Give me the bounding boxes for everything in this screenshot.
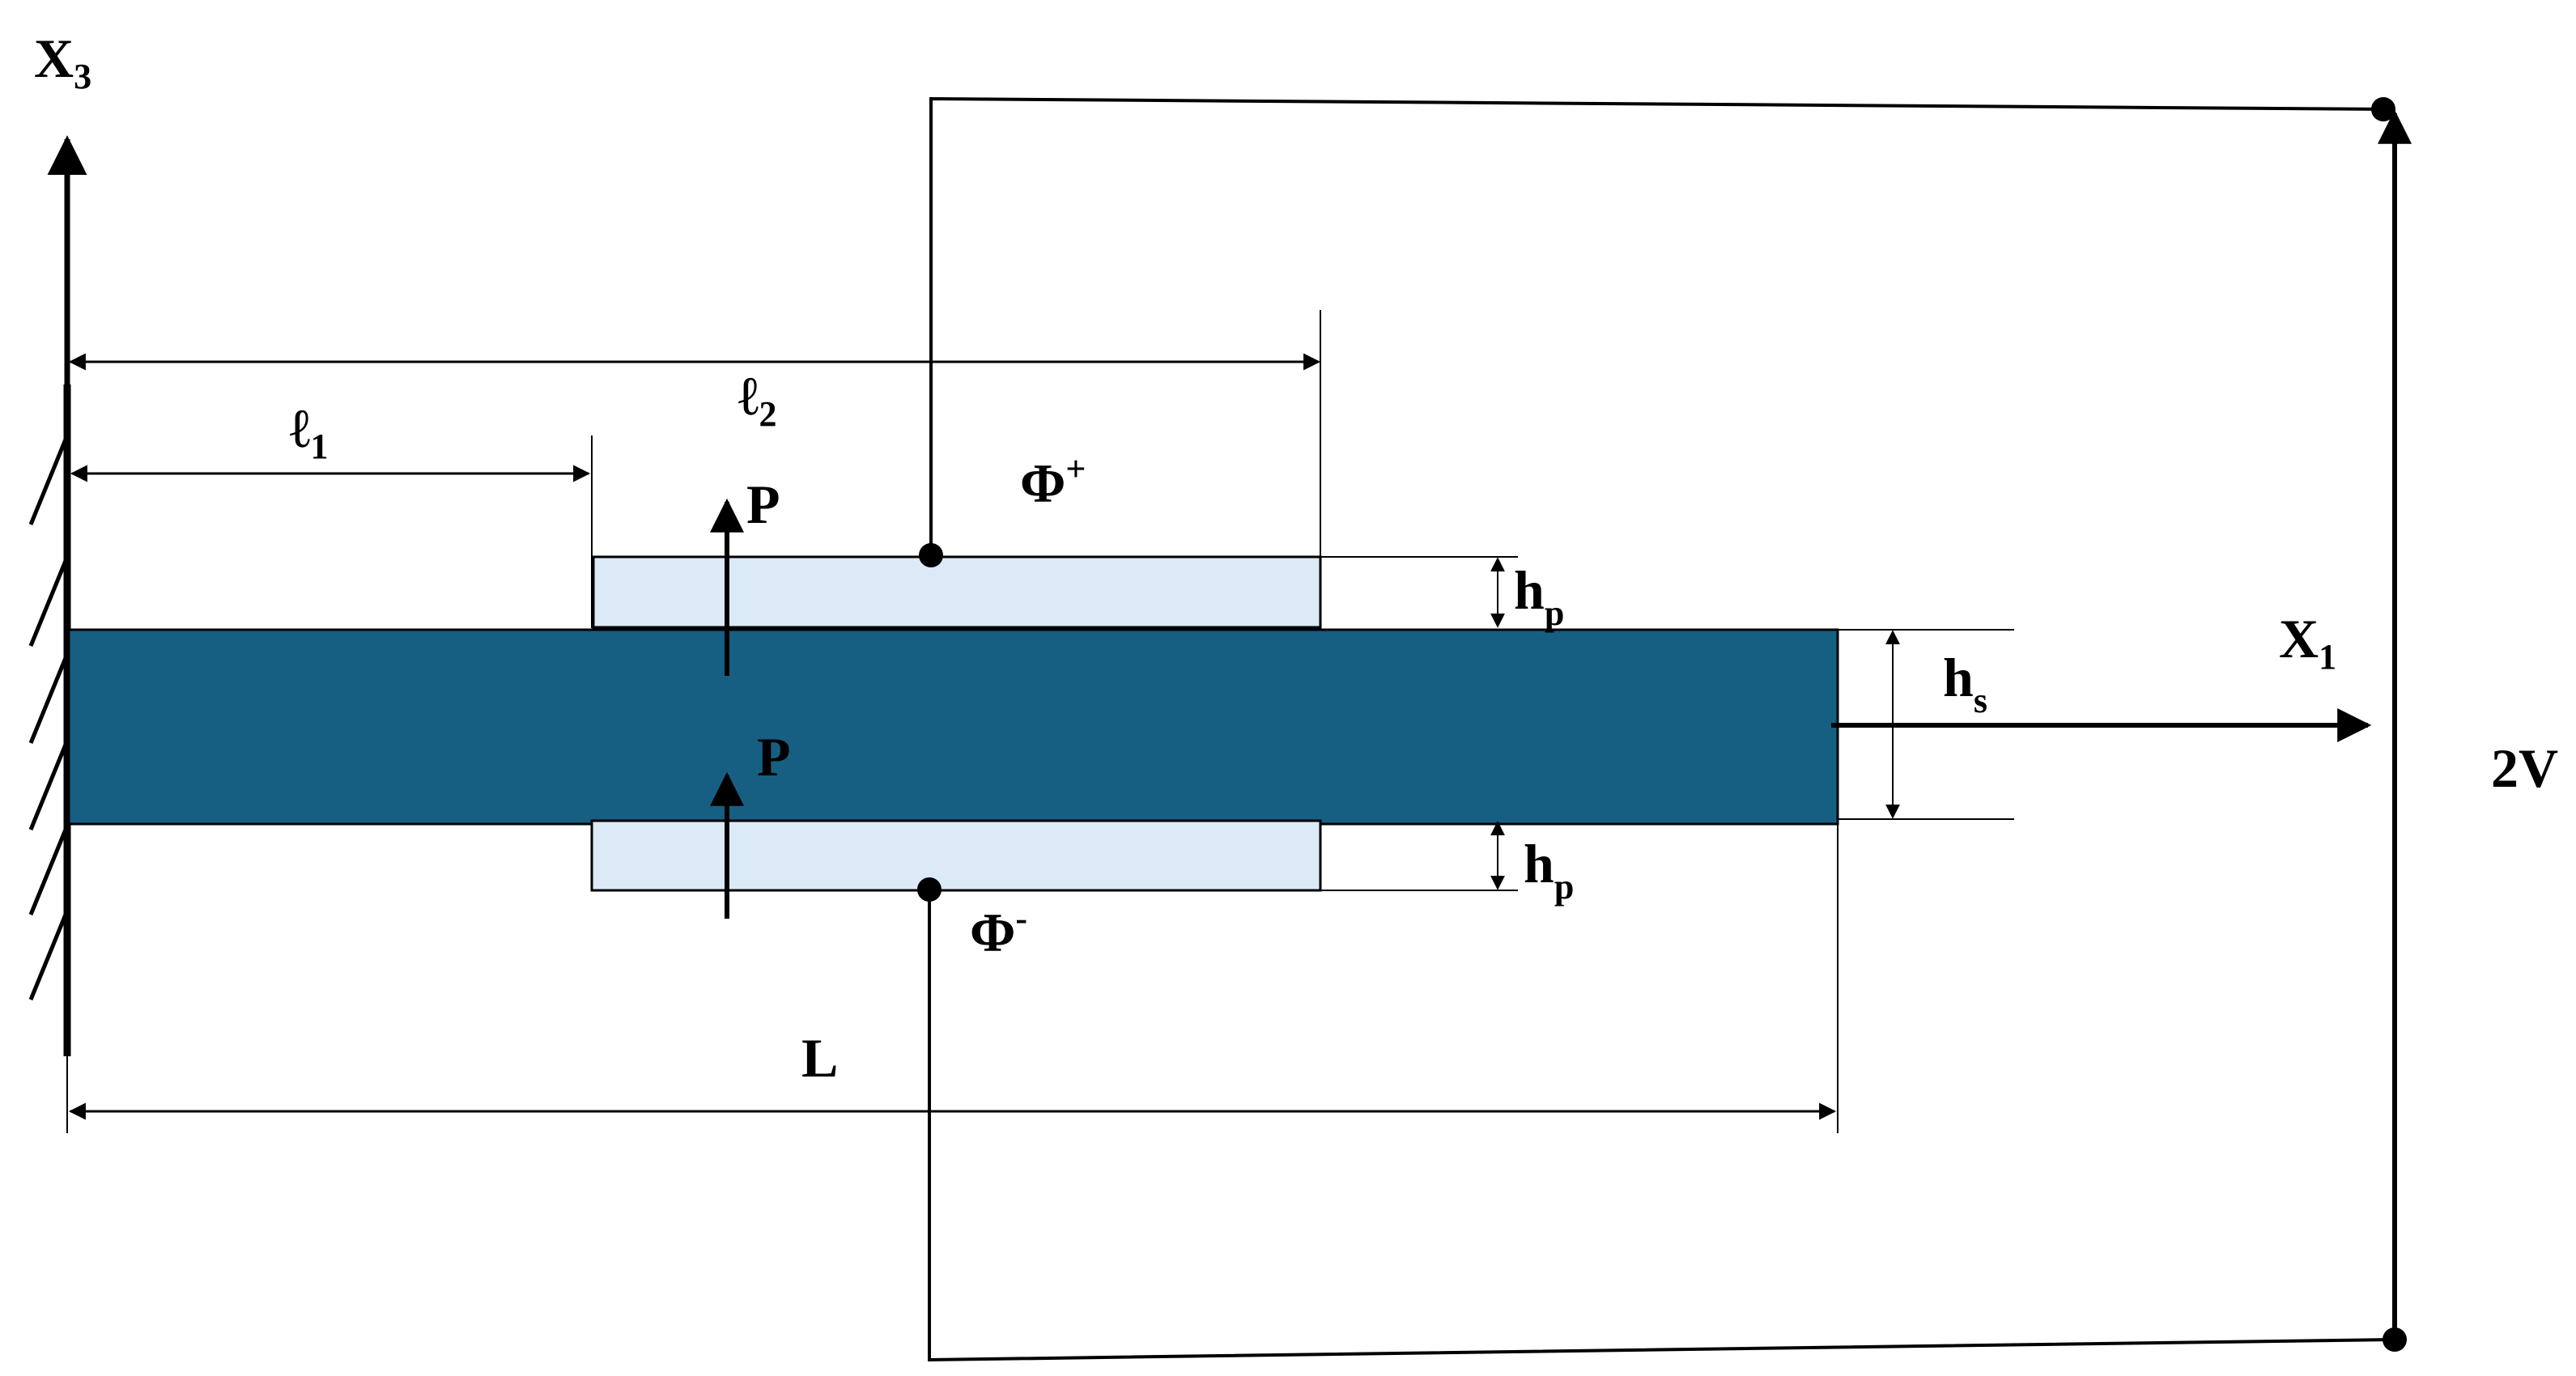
wall-hatching bbox=[28, 435, 70, 1000]
clamped-wall bbox=[28, 384, 71, 1056]
force-p-bottom-label: P bbox=[757, 726, 791, 788]
l1-label: ℓ1 bbox=[290, 397, 329, 466]
l2-label: ℓ2 bbox=[738, 365, 777, 434]
terminal-top-electrode bbox=[919, 543, 943, 567]
circuit-wires bbox=[928, 96, 2395, 1362]
terminal-source-top bbox=[2371, 97, 2395, 121]
piezo-patch-bottom bbox=[590, 819, 1322, 892]
terminal-source-bottom bbox=[2383, 1327, 2407, 1352]
hp-top-label: hp bbox=[1514, 559, 1564, 633]
x1-axis-label: X1 bbox=[2279, 608, 2336, 677]
piezo-patch-top bbox=[592, 555, 1322, 630]
extension-lines bbox=[66, 310, 2014, 1133]
substrate-beam bbox=[67, 628, 1839, 826]
hp-bottom-label: hp bbox=[1524, 833, 1574, 907]
force-p-top-label: P bbox=[746, 474, 780, 535]
L-label: L bbox=[801, 1027, 838, 1089]
hs-label: hs bbox=[1943, 647, 1987, 720]
phi-plus-label: Φ+ bbox=[1020, 449, 1086, 514]
voltage-label: 2V bbox=[2491, 737, 2558, 799]
terminal-bottom-electrode bbox=[917, 877, 942, 902]
x3-axis-label: X3 bbox=[34, 28, 91, 96]
phi-minus-label: Φ- bbox=[970, 898, 1027, 963]
